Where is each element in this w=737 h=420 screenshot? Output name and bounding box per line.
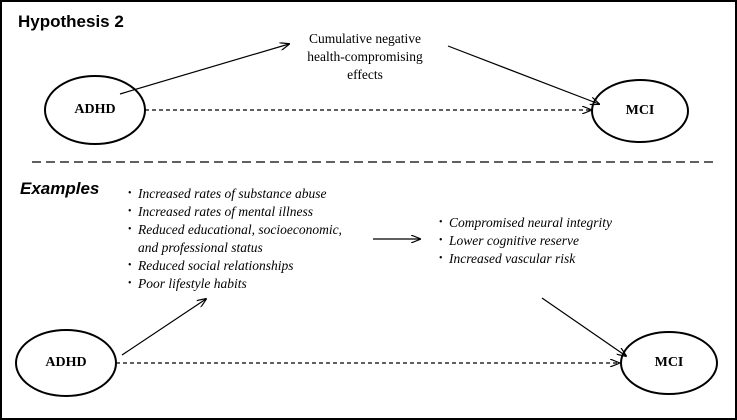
list-item: Compromised neural integrity	[439, 214, 679, 232]
mediator-line: health-compromising	[307, 49, 423, 64]
list-item: Increased vascular risk	[439, 250, 679, 268]
arrow-adhd-to-consequences	[121, 299, 206, 356]
mci-label-top: MCI	[625, 103, 655, 118]
mci-node-bottom	[620, 331, 718, 395]
outcomes-list: Compromised neural integrity Lower cogni…	[439, 214, 679, 268]
list-item-continuation: and professional status	[138, 240, 263, 255]
list-item: Lower cognitive reserve	[439, 232, 679, 250]
adhd-label-bottom: ADHD	[45, 355, 87, 370]
arrow-effects-to-mci	[447, 45, 599, 104]
arrow-adhd-to-effects	[119, 44, 289, 95]
consequences-list: Increased rates of substance abuse Incre…	[128, 185, 388, 293]
arrow-outcomes-to-mci	[541, 297, 626, 356]
mediator-line: Cumulative negative	[308, 31, 422, 46]
mediator-label: Cumulative negative health-compromising …	[270, 30, 460, 84]
hypothesis-title: Hypothesis 2	[18, 12, 124, 31]
mci-node-top	[591, 79, 689, 143]
mci-label-bottom: MCI	[654, 355, 684, 370]
list-item: Reduced social relationships	[128, 257, 388, 275]
mediator-line: effects	[347, 67, 383, 82]
list-item: Reduced educational, socioeconomic,	[128, 221, 388, 239]
adhd-label-top: ADHD	[74, 102, 116, 117]
list-item: Increased rates of substance abuse	[128, 185, 388, 203]
list-item: Increased rates of mental illness	[128, 203, 388, 221]
examples-title: Examples	[20, 179, 100, 198]
list-item: Poor lifestyle habits	[128, 275, 388, 293]
